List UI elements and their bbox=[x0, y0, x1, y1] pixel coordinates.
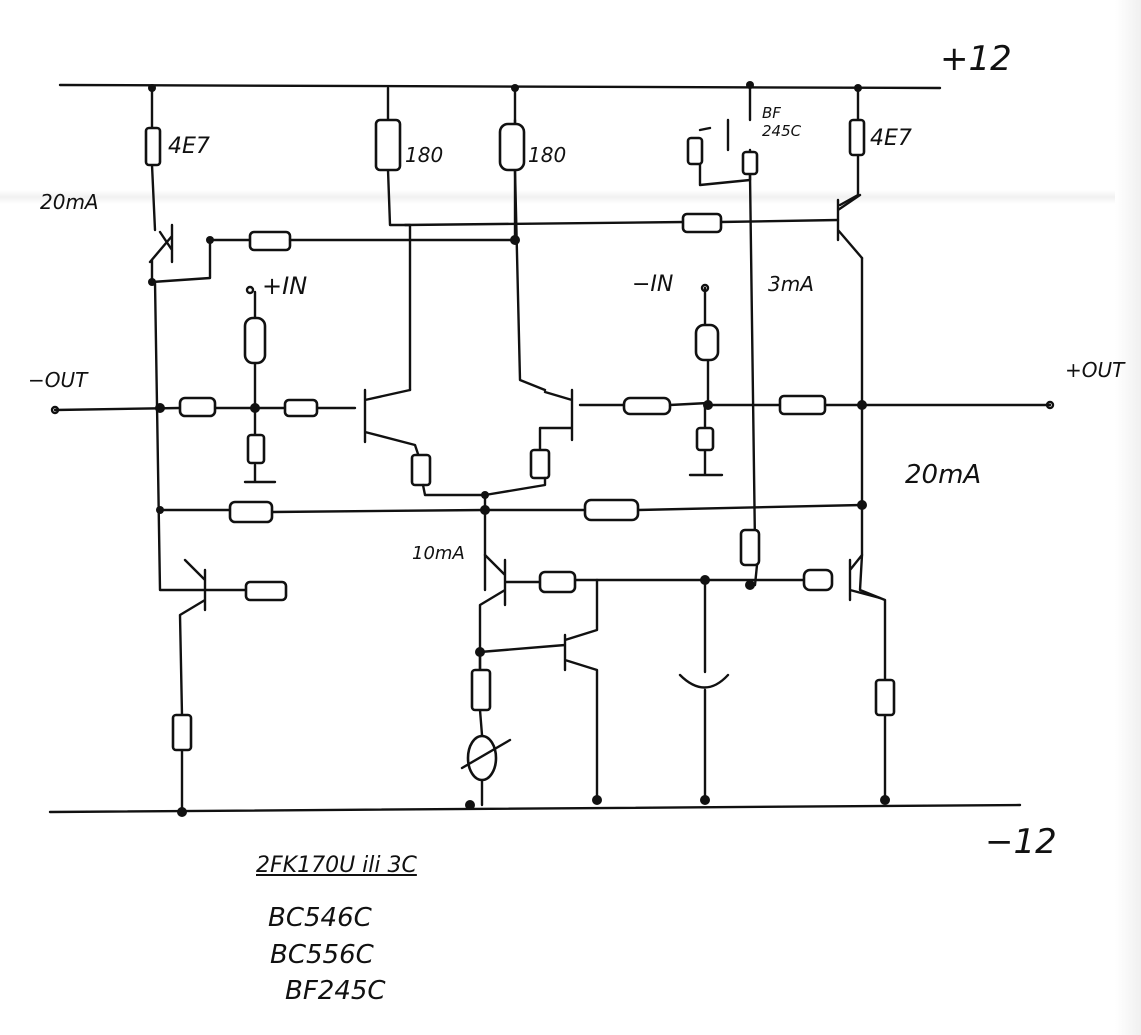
label-10ma: 10mA bbox=[412, 543, 465, 564]
resistor-minus-in bbox=[694, 323, 720, 362]
resistor-top-left-base bbox=[248, 230, 292, 252]
label-jfet: BF 245C bbox=[762, 104, 802, 140]
resistor-top-right-base bbox=[681, 212, 723, 234]
resistor-fet-right-source bbox=[529, 448, 551, 480]
transistor-limiter bbox=[478, 578, 599, 802]
capacitor-bottom bbox=[678, 578, 730, 802]
resistor-emitter-mid bbox=[470, 668, 492, 712]
wire-minus-in bbox=[578, 286, 710, 407]
label-minus-in: −IN bbox=[632, 272, 674, 297]
resistor-minus-shunt bbox=[695, 426, 715, 452]
paper-edge-shadow bbox=[1115, 0, 1141, 1035]
label-20ma-right: 20mA bbox=[905, 460, 982, 490]
wire-left-vertical bbox=[153, 280, 207, 592]
note-part-1: BC546C bbox=[268, 903, 372, 933]
resistor-4e7-left bbox=[144, 126, 162, 167]
resistor-fet-left-source bbox=[410, 453, 432, 487]
resistor-fb-left bbox=[228, 500, 274, 524]
wire-base-bus bbox=[288, 86, 517, 242]
resistor-4e7-right bbox=[848, 118, 866, 157]
wire-right-vertical bbox=[858, 256, 887, 802]
label-plus12: +12 bbox=[940, 39, 1012, 79]
label-r-4e7-left: 4E7 bbox=[168, 134, 210, 159]
resistor-emitter-left bbox=[171, 713, 193, 752]
resistor-right-base bbox=[802, 568, 834, 592]
resistor-plus-out bbox=[778, 394, 827, 416]
terminal-minus-in bbox=[700, 283, 710, 293]
resistor-plus-in bbox=[243, 316, 267, 365]
label-plus-out: +OUT bbox=[1065, 358, 1125, 382]
fet-right bbox=[538, 388, 574, 457]
wire-180a bbox=[386, 86, 412, 392]
wire-plus-in bbox=[253, 290, 357, 410]
resistor-jfet-source bbox=[741, 150, 759, 176]
paper-fold-crease bbox=[0, 190, 1141, 204]
resistor-mid-base bbox=[538, 570, 577, 594]
wire-minus-out bbox=[53, 406, 257, 412]
label-r-180-b: 180 bbox=[528, 143, 567, 167]
resistor-180-a bbox=[374, 118, 402, 172]
transistor-10ma bbox=[478, 553, 807, 672]
label-20ma-left: 20mA bbox=[40, 190, 99, 214]
label-minus-out: −OUT bbox=[28, 368, 88, 392]
trimmer-arrow bbox=[460, 738, 512, 770]
trimmer-resistor bbox=[466, 734, 498, 782]
label-r-4e7-right: 4E7 bbox=[870, 126, 912, 151]
label-minus12: −12 bbox=[985, 822, 1057, 862]
resistor-plus-shunt bbox=[246, 433, 266, 465]
note-part-3: BF245C bbox=[285, 976, 386, 1006]
resistor-minus-out bbox=[178, 396, 217, 418]
wire-feedback bbox=[158, 503, 864, 514]
resistor-bottom-right bbox=[874, 678, 896, 717]
wire-jfet bbox=[698, 86, 752, 187]
resistor-fb-right bbox=[583, 498, 640, 522]
resistor-lower-left bbox=[244, 580, 288, 602]
wire-right-base bbox=[403, 218, 840, 227]
negative-rail bbox=[48, 803, 1022, 814]
note-heading: 2FK170U ili 3C bbox=[256, 853, 417, 878]
junction-dots bbox=[148, 81, 890, 817]
terminal-plus-out bbox=[1045, 400, 1055, 410]
wire-jfet-down bbox=[748, 173, 759, 587]
label-plus-in: +IN bbox=[262, 272, 308, 300]
resistor-180-b bbox=[498, 122, 526, 172]
wire-left-top bbox=[150, 86, 157, 232]
terminal-plus-in bbox=[245, 285, 255, 295]
label-r-180-a: 180 bbox=[405, 143, 444, 167]
resistor-minus-series bbox=[622, 396, 672, 416]
resistor-jfet-side bbox=[686, 136, 704, 166]
label-3ma: 3mA bbox=[768, 272, 814, 296]
terminal-minus-out bbox=[50, 405, 60, 415]
positive-rail bbox=[58, 83, 942, 90]
wire-left-down bbox=[150, 238, 252, 284]
fet-left bbox=[363, 388, 422, 462]
resistor-plus-series bbox=[283, 398, 319, 418]
transistor-lower-left bbox=[178, 558, 247, 814]
resistor-jfet-low bbox=[739, 528, 761, 567]
note-part-2: BC556C bbox=[270, 940, 374, 970]
transistor-lower-right bbox=[848, 553, 882, 602]
transistor-top-left bbox=[148, 223, 174, 264]
